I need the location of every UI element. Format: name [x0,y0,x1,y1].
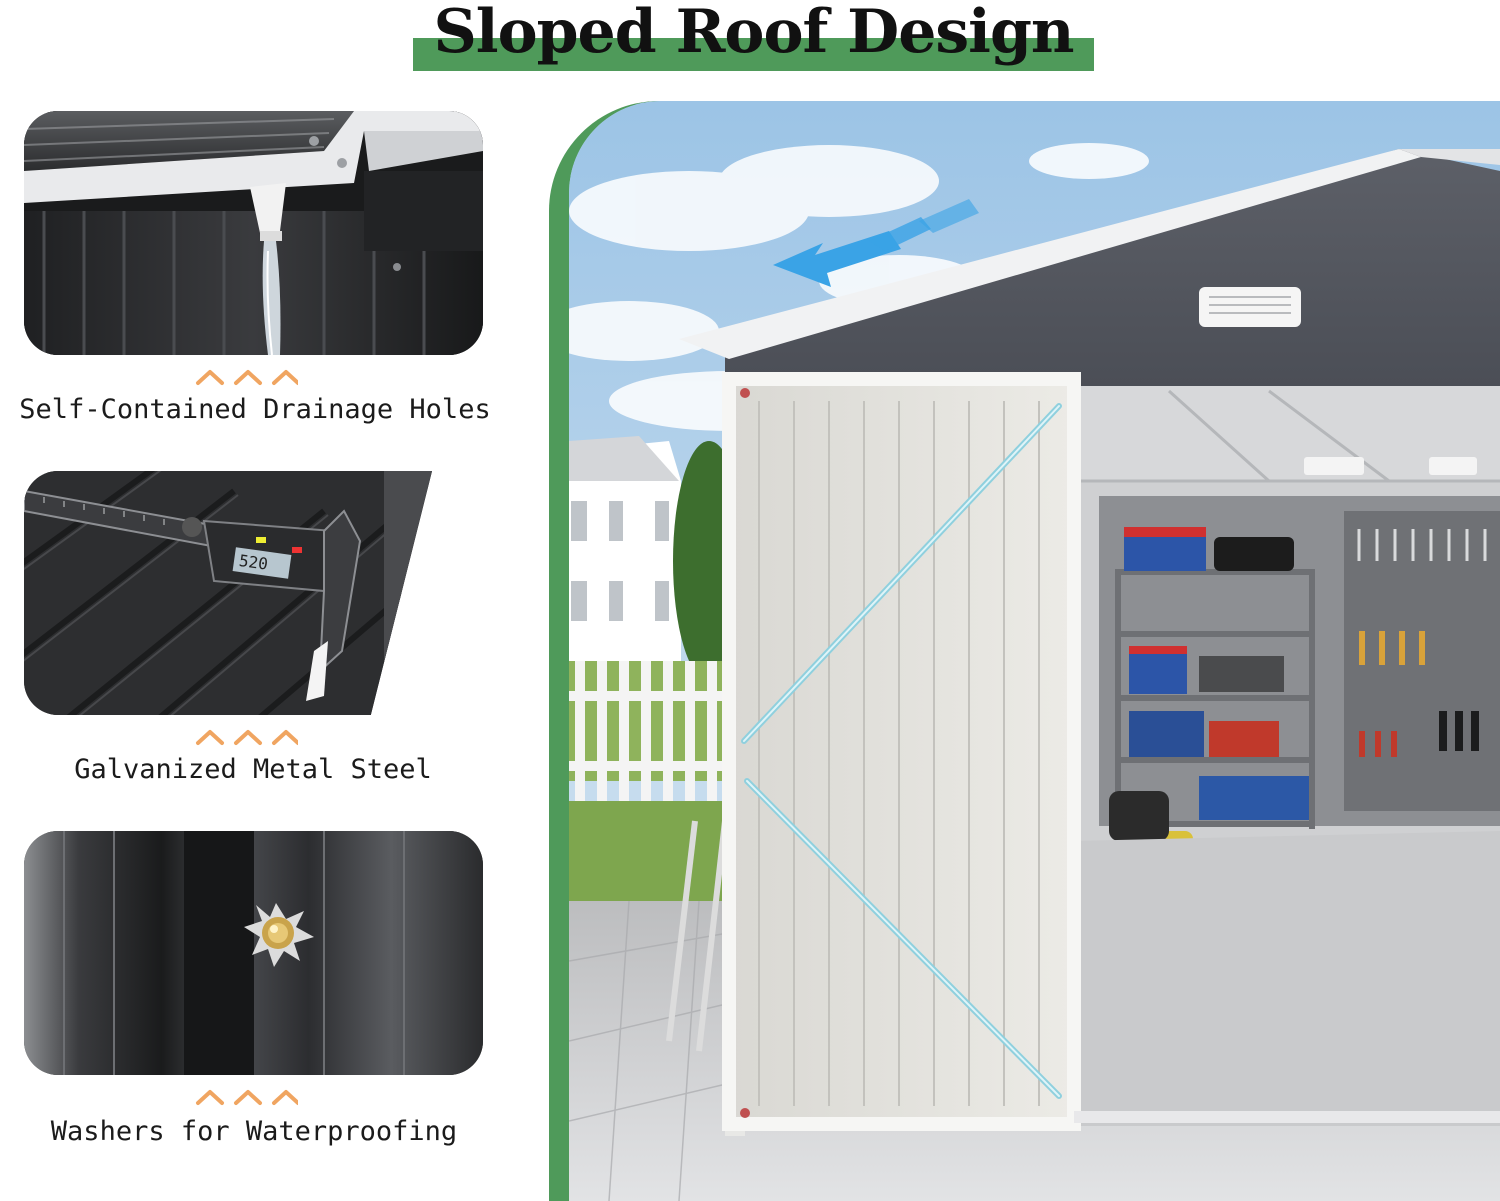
galvanized-steel-image: 520 [24,471,432,715]
feature-caption-galvanized: Galvanized Metal Steel [74,754,432,785]
feature-caption-washers: Washers for Waterproofing [50,1116,458,1147]
feature-caption-drainage: Self-Contained Drainage Holes [19,394,491,425]
page-title: Sloped Roof Design [433,0,1074,67]
chevron-up-icon [183,1087,303,1111]
waterproof-washer-image [24,831,483,1075]
chevron-up-icon [183,727,303,751]
title-underline-bar [413,38,1094,71]
chevron-up-icon [183,367,303,391]
caliper-reading: 520 [238,551,269,574]
shed-scene-image [569,101,1500,1201]
drainage-holes-image [24,111,483,355]
